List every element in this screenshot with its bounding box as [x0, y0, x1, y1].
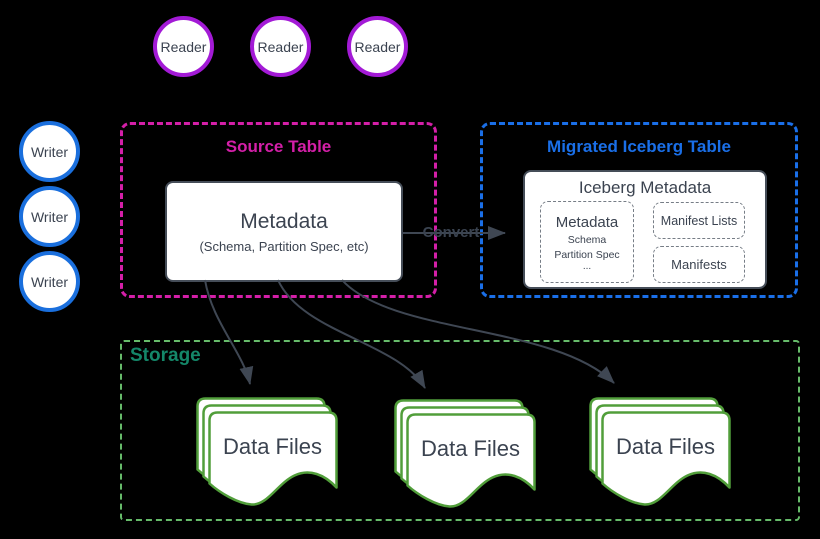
- reader-label: Reader: [354, 38, 401, 55]
- convert-arrow-label: Convert: [422, 224, 480, 241]
- storage-title: Storage: [130, 345, 201, 366]
- iceberg-metadata-detail-box: Metadata Schema Partition Spec ...: [540, 201, 634, 283]
- data-files-stack: Data Files: [394, 399, 539, 511]
- source-table-group: Source Table Metadata (Schema, Partition…: [120, 122, 437, 298]
- writer-label: Writer: [30, 273, 69, 290]
- manifests-box: Manifests: [653, 246, 745, 283]
- source-metadata-title: Metadata: [240, 209, 328, 233]
- iceberg-metadata-detail-title: Metadata: [555, 214, 619, 231]
- document-stack-icon: [394, 399, 536, 508]
- iceberg-metadata-node: Iceberg Metadata Metadata Schema Partiti…: [523, 170, 767, 289]
- reader-label: Reader: [160, 38, 207, 55]
- iceberg-metadata-schema: Schema: [567, 234, 607, 246]
- source-metadata-node: Metadata (Schema, Partition Spec, etc): [165, 181, 403, 282]
- document-stack-icon: [589, 397, 731, 506]
- writer-node: Writer: [19, 186, 80, 247]
- migrated-iceberg-table-title: Migrated Iceberg Table: [547, 137, 731, 156]
- iceberg-metadata-title: Iceberg Metadata: [578, 178, 712, 197]
- writer-label: Writer: [30, 208, 69, 225]
- iceberg-metadata-partition-spec: Partition Spec: [554, 249, 620, 261]
- iceberg-metadata-ellipsis: ...: [582, 261, 592, 272]
- source-metadata-subtitle: (Schema, Partition Spec, etc): [199, 238, 369, 254]
- migrated-iceberg-table-group: Migrated Iceberg Table Iceberg Metadata …: [480, 122, 798, 298]
- data-files-stack: Data Files: [589, 397, 734, 509]
- reader-node: Reader: [347, 16, 408, 77]
- reader-node: Reader: [250, 16, 311, 77]
- writer-label: Writer: [30, 143, 69, 160]
- writer-node: Writer: [19, 251, 80, 312]
- data-files-stack: Data Files: [196, 397, 341, 509]
- data-files-label: Data Files: [420, 436, 521, 461]
- manifests-label: Manifests: [671, 257, 727, 272]
- source-table-title: Source Table: [225, 137, 332, 156]
- data-files-label: Data Files: [615, 434, 716, 459]
- reader-node: Reader: [153, 16, 214, 77]
- manifest-lists-label: Manifest Lists: [660, 213, 738, 228]
- data-files-label: Data Files: [222, 434, 323, 459]
- manifest-lists-box: Manifest Lists: [653, 202, 745, 239]
- writer-node: Writer: [19, 121, 80, 182]
- document-stack-icon: [196, 397, 338, 506]
- reader-label: Reader: [257, 38, 304, 55]
